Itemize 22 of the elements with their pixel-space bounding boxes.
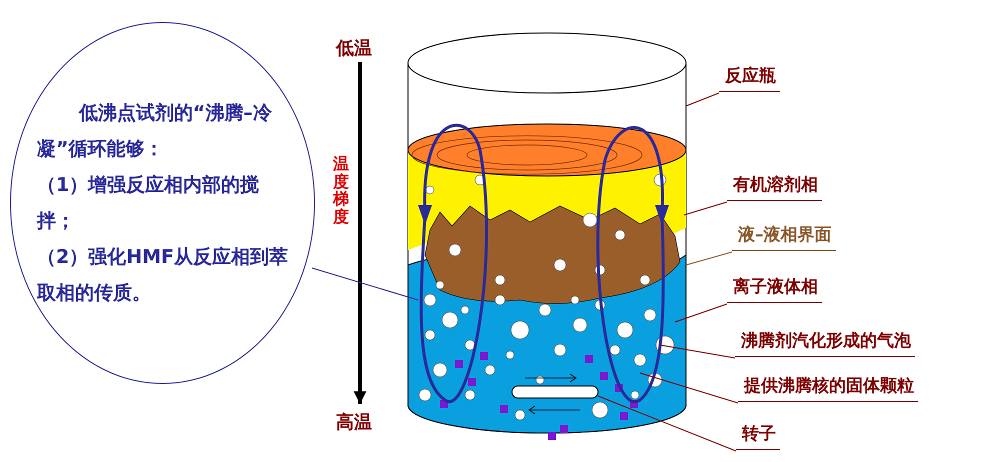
callout-text: （2）强化HMF从反应相到萃取相的传质。 xyxy=(37,245,290,306)
leader-line xyxy=(674,304,728,322)
part-label: 有机溶剂相 xyxy=(727,173,822,201)
part-label: 提供沸腾核的固体颗粒 xyxy=(738,374,918,402)
part-label: 离子液体相 xyxy=(727,275,822,303)
part-label: 液–液相界面 xyxy=(732,223,836,251)
arrow xyxy=(354,62,366,404)
part-label: 沸腾剂汽化形成的气泡 xyxy=(735,329,915,357)
leader-line xyxy=(686,92,720,106)
temperature-label: 高温 xyxy=(336,410,372,434)
leader-line xyxy=(312,268,418,300)
leader-line xyxy=(660,344,736,358)
temperature-label: 低温 xyxy=(336,36,372,60)
part-label: 转子 xyxy=(736,422,780,450)
leader-line xyxy=(640,372,738,404)
part-label: 反应瓶 xyxy=(719,64,780,92)
callout-text: 低沸点试剂的“沸腾–冷凝”循环能够： xyxy=(37,101,273,162)
callout-text: （1）增强反应相内部的搅拌； xyxy=(37,173,260,234)
gradient-label: 温度梯度 xyxy=(333,155,349,226)
leader-line xyxy=(686,252,732,266)
leader-line xyxy=(684,202,728,216)
leader-line xyxy=(598,396,736,452)
